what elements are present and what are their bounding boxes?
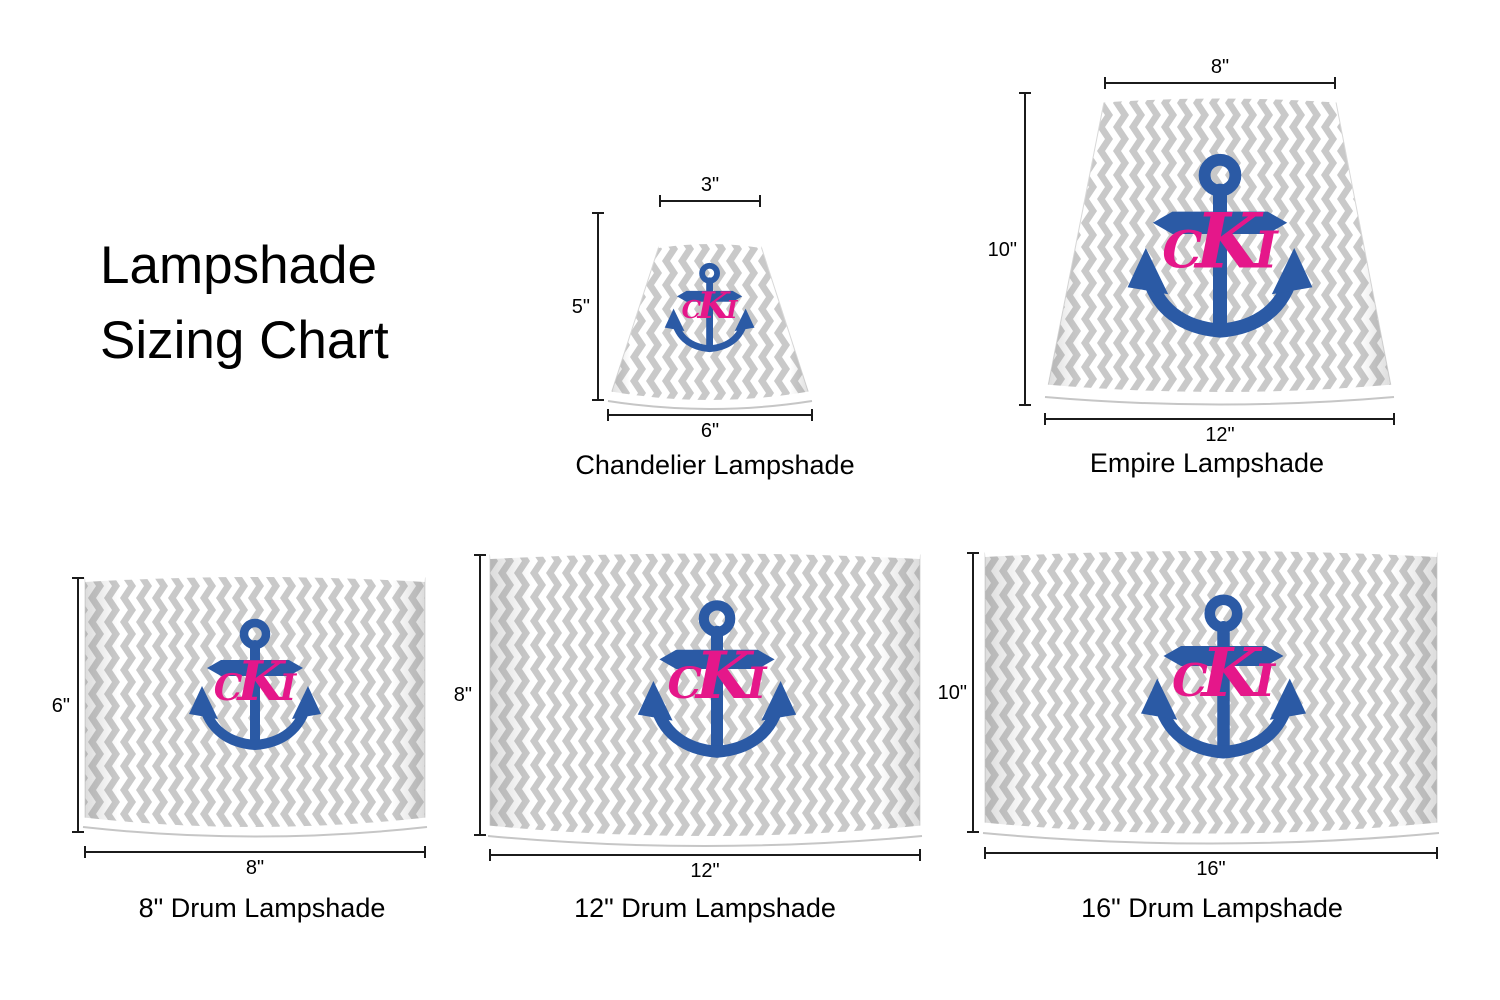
drum8-bottom-trim bbox=[82, 817, 428, 838]
chandelier-top-trim bbox=[657, 234, 763, 248]
empire-lampshade-label: Empire Lampshade bbox=[1089, 448, 1325, 478]
drum16-lampshade-figure: 10" 16" bbox=[938, 543, 1440, 880]
empire-top-dimension: 8" bbox=[1104, 56, 1336, 89]
empire-height-dimension: 10" bbox=[988, 92, 1031, 406]
drum16-top-trim bbox=[984, 543, 1438, 557]
chandelier-bottom-edge bbox=[607, 400, 813, 410]
page-title: Lampshade Sizing Chart bbox=[100, 228, 389, 379]
drum16-bottom-edge bbox=[982, 832, 1440, 845]
drum8-top-trim bbox=[84, 569, 426, 582]
drum12-diameter-dimension: 12" bbox=[489, 849, 921, 882]
dimension-label: 3" bbox=[701, 174, 719, 196]
dimension-label: 6" bbox=[52, 695, 70, 717]
empire-bottom-trim bbox=[1044, 384, 1395, 405]
drum8-bottom-edge bbox=[82, 826, 428, 838]
dimension-label: 16" bbox=[1196, 858, 1225, 880]
dimension-label: 10" bbox=[988, 239, 1017, 261]
dimension-label: 12" bbox=[1205, 424, 1234, 446]
drum12-bottom-trim bbox=[487, 825, 923, 847]
drum12-height-dimension: 8" bbox=[454, 554, 486, 836]
drum12-top-trim bbox=[489, 545, 921, 559]
dimension-label: 10" bbox=[938, 682, 967, 704]
drum16-bottom-trim bbox=[982, 822, 1440, 845]
drum12-bottom-edge bbox=[487, 835, 923, 847]
drum16-height-dimension: 10" bbox=[938, 552, 979, 833]
dimension-label: 8" bbox=[1211, 56, 1229, 78]
dimension-label: 5" bbox=[572, 296, 590, 318]
drum12-lampshade-label: 12" Drum Lampshade bbox=[574, 893, 836, 923]
chandelier-height-dimension: 5" bbox=[572, 212, 604, 401]
drum8-diameter-dimension: 8" bbox=[84, 846, 426, 879]
empire-top-trim bbox=[1102, 87, 1338, 103]
drum8-lampshade-label: 8" Drum Lampshade bbox=[138, 893, 386, 923]
drum16-lampshade-label: 16" Drum Lampshade bbox=[1081, 893, 1343, 923]
page-title-line-2: Sizing Chart bbox=[100, 311, 389, 371]
drum8-lampshade-figure: 6" 8" bbox=[52, 569, 428, 879]
drum16-diameter-dimension: 16" bbox=[984, 847, 1438, 880]
chandelier-top-dimension: 3" bbox=[659, 174, 761, 207]
drum12-lampshade-figure: 8" 12" bbox=[454, 545, 923, 882]
chandelier-bottom-trim bbox=[606, 391, 814, 412]
chandelier-lampshade-label: Chandelier Lampshade bbox=[575, 450, 855, 480]
page-title-line-1: Lampshade bbox=[100, 236, 377, 295]
dimension-label: 8" bbox=[454, 684, 472, 706]
chandelier-lampshade-figure: 3" 5" 6" bbox=[572, 174, 814, 442]
dimension-label: 8" bbox=[246, 857, 264, 879]
drum8-height-dimension: 6" bbox=[52, 577, 84, 833]
dimension-label: 6" bbox=[701, 420, 719, 442]
dimension-label: 12" bbox=[690, 860, 719, 882]
chandelier-bottom-dimension: 6" bbox=[607, 409, 813, 442]
empire-bottom-dimension: 12" bbox=[1044, 413, 1395, 446]
empire-bottom-edge bbox=[1044, 396, 1395, 406]
empire-lampshade-figure: 8" 10" 12" bbox=[988, 56, 1395, 446]
